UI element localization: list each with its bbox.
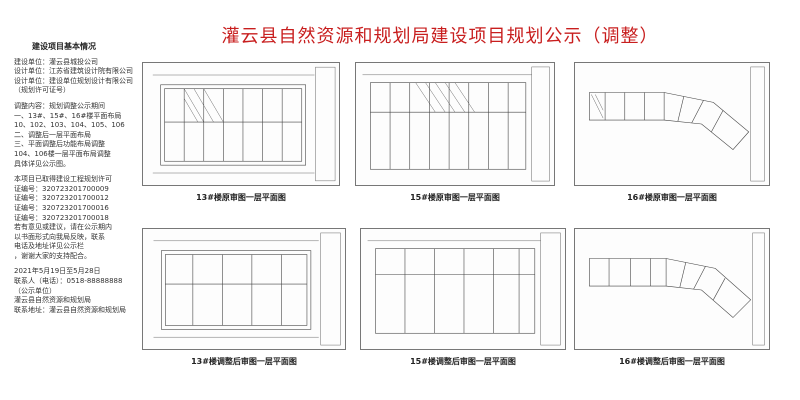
page-title: 灌云县自然资源和规划局建设项目规划公示（调整） bbox=[221, 26, 659, 47]
plan-caption: 16#楼调整后审图一层平面图 bbox=[619, 357, 725, 366]
info-line: 104、106楼一层平面布局调整 bbox=[14, 149, 111, 158]
info-line: 电话及地址详见公示栏 bbox=[14, 242, 84, 251]
info-line: 设计单位：江苏省建筑设计院有限公司 bbox=[14, 67, 133, 76]
info-line: 调整内容：规划调整公示期间 bbox=[14, 101, 105, 110]
plan-13-adjusted bbox=[142, 228, 346, 350]
floor-plan-drawing bbox=[589, 66, 765, 182]
info-block-1: 建设单位：灌云县城投公司 设计单位：江苏省建筑设计院有限公司 设计单位：建设单位… bbox=[14, 58, 134, 96]
project-info-heading: 建设项目基本情况 bbox=[32, 42, 96, 51]
info-line: 二、调整后一层平面布局 bbox=[14, 130, 91, 139]
info-line: 联系人（电话）：0518-88888888 bbox=[14, 277, 123, 286]
plan-15-adjusted bbox=[360, 228, 566, 350]
plan-caption: 13#楼调整后审图一层平面图 bbox=[191, 357, 297, 366]
plan-caption: 16#楼原审图一层平面图 bbox=[627, 193, 717, 202]
floor-plan-drawing bbox=[589, 232, 765, 346]
info-line: 三、平面调整后功能布局调整 bbox=[14, 140, 105, 149]
info-line: 灌云县自然资源和规划局 bbox=[14, 296, 91, 305]
info-line: 10、102、103、104、105、106 bbox=[14, 121, 125, 130]
info-line: ，谢谢大家的支持配合。 bbox=[14, 251, 91, 260]
info-block-2: 调整内容：规划调整公示期间 一、13#、15#、16#楼平面布局 10、102、… bbox=[14, 102, 134, 169]
info-line: 设计单位：建设单位规划设计有限公司 bbox=[14, 76, 133, 85]
info-line: 本项目已取得建设工程规划许可 bbox=[14, 175, 112, 184]
info-line: （规划许可证号） bbox=[14, 86, 70, 95]
plan-16-original bbox=[574, 62, 770, 186]
floor-plan-drawing bbox=[153, 232, 341, 346]
info-line: 一、13#、15#、16#楼平面布局 bbox=[14, 111, 122, 120]
info-block-4: 2021年5月19日至5月28日 联系人（电话）：0518-88888888 （… bbox=[14, 267, 134, 315]
info-line: 2021年5月19日至5月28日 bbox=[14, 267, 101, 276]
floor-plan-drawing bbox=[367, 232, 561, 346]
info-line: 以书面形式向我局反映，联系 bbox=[14, 232, 105, 241]
floor-plan-drawing bbox=[152, 66, 336, 182]
info-line: 具体详见公示图。 bbox=[14, 159, 70, 168]
plan-15-original bbox=[355, 62, 555, 186]
info-line: 联系地址：灌云县自然资源和规划局 bbox=[14, 305, 126, 314]
plan-caption: 15#楼调整后审图一层平面图 bbox=[410, 357, 516, 366]
project-info-panel: 建设项目基本情况 建设单位：灌云县城投公司 设计单位：江苏省建筑设计院有限公司 … bbox=[14, 42, 134, 315]
info-block-3: 本项目已取得建设工程规划许可 证编号：320723201700009 证编号：3… bbox=[14, 175, 134, 261]
plan-16-adjusted bbox=[574, 228, 770, 350]
plan-caption: 13#楼原审图一层平面图 bbox=[196, 193, 286, 202]
info-line: 若有意见或建议，请在公示期内 bbox=[14, 223, 112, 232]
info-line: 证编号：320723201700009 bbox=[14, 184, 109, 193]
info-line: 证编号：320723201700012 bbox=[14, 194, 109, 203]
floor-plan-drawing bbox=[362, 66, 550, 182]
info-line: 证编号：320723201700018 bbox=[14, 213, 109, 222]
info-line: 建设单位：灌云县城投公司 bbox=[14, 57, 98, 66]
plan-13-original bbox=[142, 62, 340, 186]
info-line: 证编号：320723201700016 bbox=[14, 203, 109, 212]
info-line: （公示单位） bbox=[14, 286, 56, 295]
plan-caption: 15#楼原审图一层平面图 bbox=[410, 193, 500, 202]
